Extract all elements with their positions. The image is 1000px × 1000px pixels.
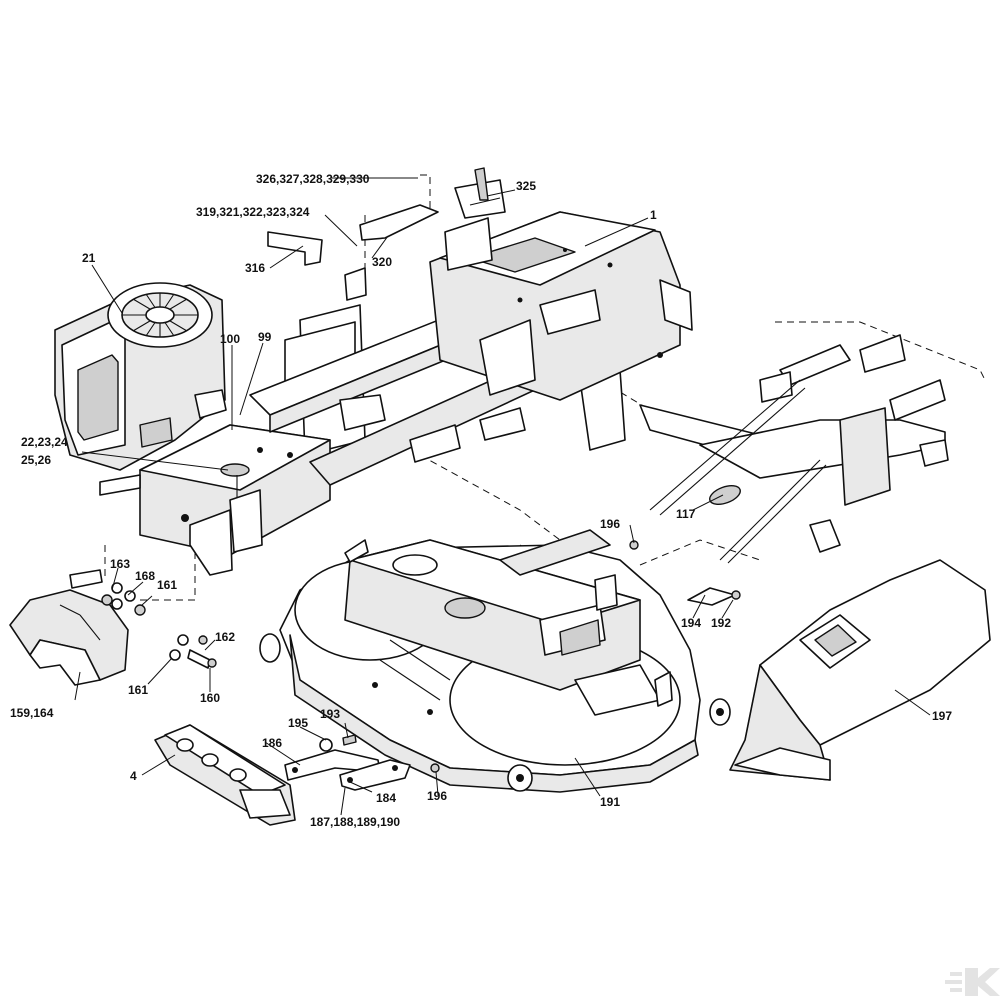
callout-193: 193 bbox=[320, 707, 340, 721]
callout-196-lower: 196 bbox=[427, 789, 447, 803]
callout-195: 195 bbox=[288, 716, 308, 730]
callout-25: 25,26 bbox=[21, 453, 51, 467]
callout-196-upper: 196 bbox=[600, 517, 620, 531]
lift-spring-parts bbox=[687, 587, 741, 606]
callout-197: 197 bbox=[932, 709, 952, 723]
callout-163: 163 bbox=[110, 557, 130, 571]
callout-319: 319,321,322,323,324 bbox=[196, 205, 310, 219]
callout-191: 191 bbox=[600, 795, 620, 809]
brand-logo bbox=[945, 968, 1000, 996]
discharge-chute bbox=[729, 559, 991, 781]
front-bumper bbox=[9, 569, 129, 686]
callout-316: 316 bbox=[245, 261, 265, 275]
callout-187: 187,188,189,190 bbox=[310, 815, 400, 829]
bumper-fasteners bbox=[101, 582, 217, 669]
callout-100: 100 bbox=[220, 332, 240, 346]
callout-326: 326,327,328,329,330 bbox=[256, 172, 370, 186]
callout-161-lower: 161 bbox=[128, 683, 148, 697]
callout-leaders bbox=[74, 177, 931, 816]
callout-161-upper: 161 bbox=[157, 578, 177, 592]
callout-117: 117 bbox=[676, 507, 696, 521]
callout-22: 22,23,24 bbox=[21, 435, 68, 449]
pedestal-cover bbox=[429, 211, 693, 401]
callout-159: 159,164 bbox=[10, 706, 54, 720]
deck-links bbox=[284, 540, 639, 791]
callout-1: 1 bbox=[650, 208, 657, 222]
callout-194: 194 bbox=[681, 616, 701, 630]
engine bbox=[54, 282, 227, 471]
callout-160: 160 bbox=[200, 691, 220, 705]
callout-186: 186 bbox=[262, 736, 282, 750]
steering-brackets bbox=[267, 167, 506, 301]
callout-168: 168 bbox=[135, 569, 155, 583]
deck-lift-linkage bbox=[639, 334, 949, 564]
callout-192: 192 bbox=[711, 616, 731, 630]
callout-4: 4 bbox=[130, 769, 137, 783]
callout-184: 184 bbox=[376, 791, 396, 805]
callout-320: 320 bbox=[372, 255, 392, 269]
front-axle bbox=[154, 724, 296, 826]
callout-325: 325 bbox=[516, 179, 536, 193]
callout-21: 21 bbox=[82, 251, 96, 265]
callout-99: 99 bbox=[258, 330, 272, 344]
callout-162: 162 bbox=[215, 630, 235, 644]
cutting-deck bbox=[259, 529, 731, 793]
callout-labels: 326,327,328,329,330 325 1 319,321,322,32… bbox=[10, 172, 952, 829]
